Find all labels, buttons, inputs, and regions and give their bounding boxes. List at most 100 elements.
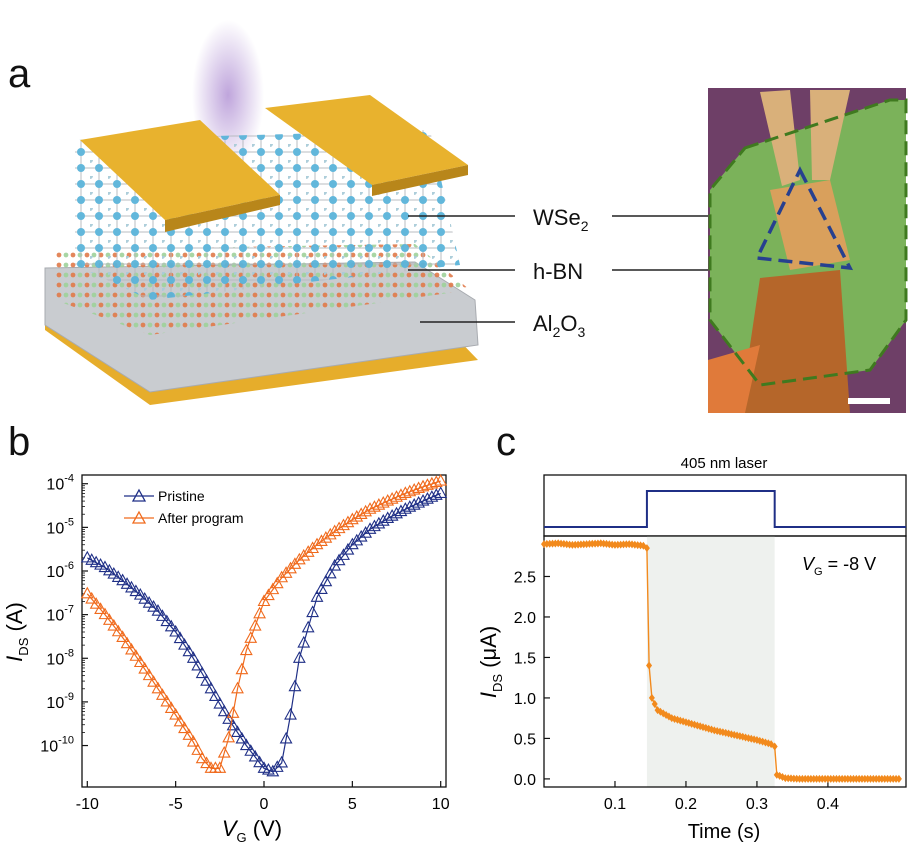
- b-point-1-25: [191, 743, 205, 755]
- b-point-1-56: [328, 524, 342, 537]
- microscope-image: [708, 88, 908, 413]
- chart-c-frame: [543, 535, 907, 788]
- b-point-0-31: [217, 704, 231, 717]
- b-point-1-40: [257, 594, 271, 607]
- b-point-0-30: [213, 696, 227, 709]
- b-point-0-73: [403, 500, 417, 512]
- c-xtick-label-2: 0.3: [746, 796, 768, 813]
- b-point-1-13: [138, 661, 152, 674]
- b-point-1-23: [182, 728, 196, 740]
- top-electrode-right: [265, 95, 468, 185]
- b-point-0-75: [412, 495, 426, 508]
- b-point-0-37: [244, 744, 258, 756]
- panel-letter-a: a: [8, 52, 31, 96]
- b-point-1-43: [270, 576, 284, 589]
- b-point-1-31: [217, 745, 231, 758]
- c-xtick-label-0: 0.1: [604, 796, 626, 813]
- c-point-37: [646, 661, 653, 670]
- b-point-0-15: [147, 600, 160, 612]
- b-point-1-37: [244, 631, 258, 643]
- b-point-0-28: [204, 681, 218, 694]
- b-point-0-27: [200, 674, 214, 686]
- b-point-1-49: [297, 548, 311, 561]
- b-point-1-55: [323, 527, 337, 540]
- b-point-0-38: [248, 749, 262, 762]
- b-point-1-16: [151, 681, 165, 694]
- b-point-1-26: [195, 751, 209, 764]
- b-point-1-12: [133, 655, 147, 668]
- b-point-1-65: [368, 500, 381, 512]
- b-point-0-16: [151, 604, 165, 616]
- b-point-1-73: [403, 484, 417, 497]
- b-series-line-0: [87, 492, 441, 773]
- b-point-0-4: [98, 560, 112, 573]
- b-point-1-57: [332, 521, 346, 534]
- illumination-shade: [646, 536, 775, 787]
- b-point-1-0: [80, 586, 94, 599]
- b-point-0-51: [306, 605, 320, 618]
- b-point-1-21: [173, 714, 187, 727]
- b-point-1-42: [266, 582, 280, 595]
- b-point-0-39: [253, 755, 267, 768]
- label-hbn: h-BN: [533, 259, 583, 284]
- b-point-1-68: [381, 493, 395, 506]
- b-ytick-label-4: 10-8: [46, 647, 74, 668]
- b-point-0-52: [310, 590, 324, 602]
- chart-b-xlabel: VG (V): [222, 816, 282, 845]
- b-point-0-18: [160, 614, 174, 627]
- device-illustration: WSe2 h-BN Al2O3: [44, 20, 772, 405]
- b-point-0-62: [354, 529, 368, 542]
- chart-c-top-title: 405 nm laser: [681, 455, 768, 472]
- b-point-1-30: [213, 761, 227, 773]
- b-point-1-24: [186, 734, 200, 747]
- b-point-1-10: [125, 642, 138, 655]
- panel-letter-b: b: [8, 420, 31, 464]
- b-point-0-36: [239, 738, 253, 751]
- b-point-1-67: [376, 495, 390, 508]
- b-point-0-20: [169, 624, 183, 637]
- b-point-0-47: [288, 679, 302, 692]
- b-point-0-71: [394, 504, 408, 517]
- b-point-0-69: [385, 509, 399, 521]
- b-point-0-17: [155, 609, 169, 621]
- chart-c-xlabel: Time (s): [688, 821, 761, 843]
- b-point-0-60: [345, 537, 359, 550]
- b-point-0-8: [116, 573, 130, 586]
- b-point-1-52: [310, 537, 324, 550]
- b-point-1-4: [98, 607, 112, 620]
- b-point-1-75: [412, 481, 426, 494]
- b-point-1-71: [394, 488, 408, 500]
- b-point-1-7: [111, 624, 125, 637]
- b-point-1-64: [363, 502, 377, 514]
- b-point-1-18: [160, 694, 174, 707]
- b-point-0-76: [416, 493, 430, 506]
- b-point-1-53: [314, 534, 328, 546]
- b-point-0-50: [301, 620, 315, 633]
- hbn-outline: [708, 98, 908, 387]
- b-point-0-77: [421, 492, 434, 504]
- chart-b-legend: Pristine After program: [124, 488, 244, 526]
- c-point-125: [895, 774, 902, 783]
- b-point-0-79: [429, 488, 443, 500]
- b-point-1-5: [102, 613, 116, 625]
- c-point-39: [651, 700, 658, 709]
- b-point-0-12: [133, 587, 147, 600]
- b-point-0-5: [102, 563, 116, 576]
- b-point-1-50: [301, 545, 315, 557]
- b-point-0-54: [319, 574, 333, 587]
- b-point-0-68: [381, 511, 395, 524]
- b-ytick-label-5: 10-9: [46, 691, 74, 712]
- b-point-0-29: [208, 689, 222, 701]
- b-point-1-9: [120, 636, 134, 649]
- b-point-0-78: [425, 490, 439, 502]
- c-ytick-label-1: 0.5: [514, 731, 536, 748]
- b-ytick-label-1: 10-5: [46, 516, 74, 537]
- b-point-0-21: [173, 631, 187, 644]
- b-point-1-76: [416, 479, 430, 492]
- b-point-0-24: [186, 651, 200, 663]
- b-point-1-27: [200, 756, 214, 769]
- orange-lead: [708, 345, 760, 413]
- b-xtick-label-3: 5: [348, 796, 357, 813]
- b-point-1-35: [235, 662, 249, 675]
- b-point-1-78: [425, 476, 439, 489]
